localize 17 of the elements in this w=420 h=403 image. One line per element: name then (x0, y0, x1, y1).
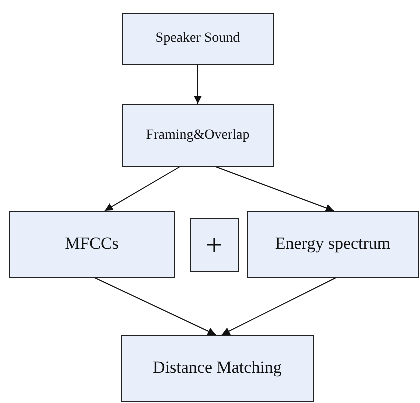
arrow (104, 166, 180, 212)
box-label: Distance Matching (153, 359, 282, 378)
process-box (122, 104, 274, 167)
process-box (121, 335, 314, 402)
process-box (122, 13, 274, 65)
arrow (222, 278, 336, 336)
process-box (9, 211, 175, 278)
box-label: Framing&Overlap (146, 128, 250, 144)
process-box (190, 218, 239, 272)
box-label: + (206, 228, 223, 262)
process-box (247, 211, 419, 278)
box-label: Speaker Sound (156, 31, 240, 47)
box-label: MFCCs (65, 235, 119, 254)
arrow (216, 166, 334, 212)
arrow (194, 64, 202, 104)
box-label: Energy spectrum (275, 235, 391, 254)
arrow (94, 278, 216, 336)
